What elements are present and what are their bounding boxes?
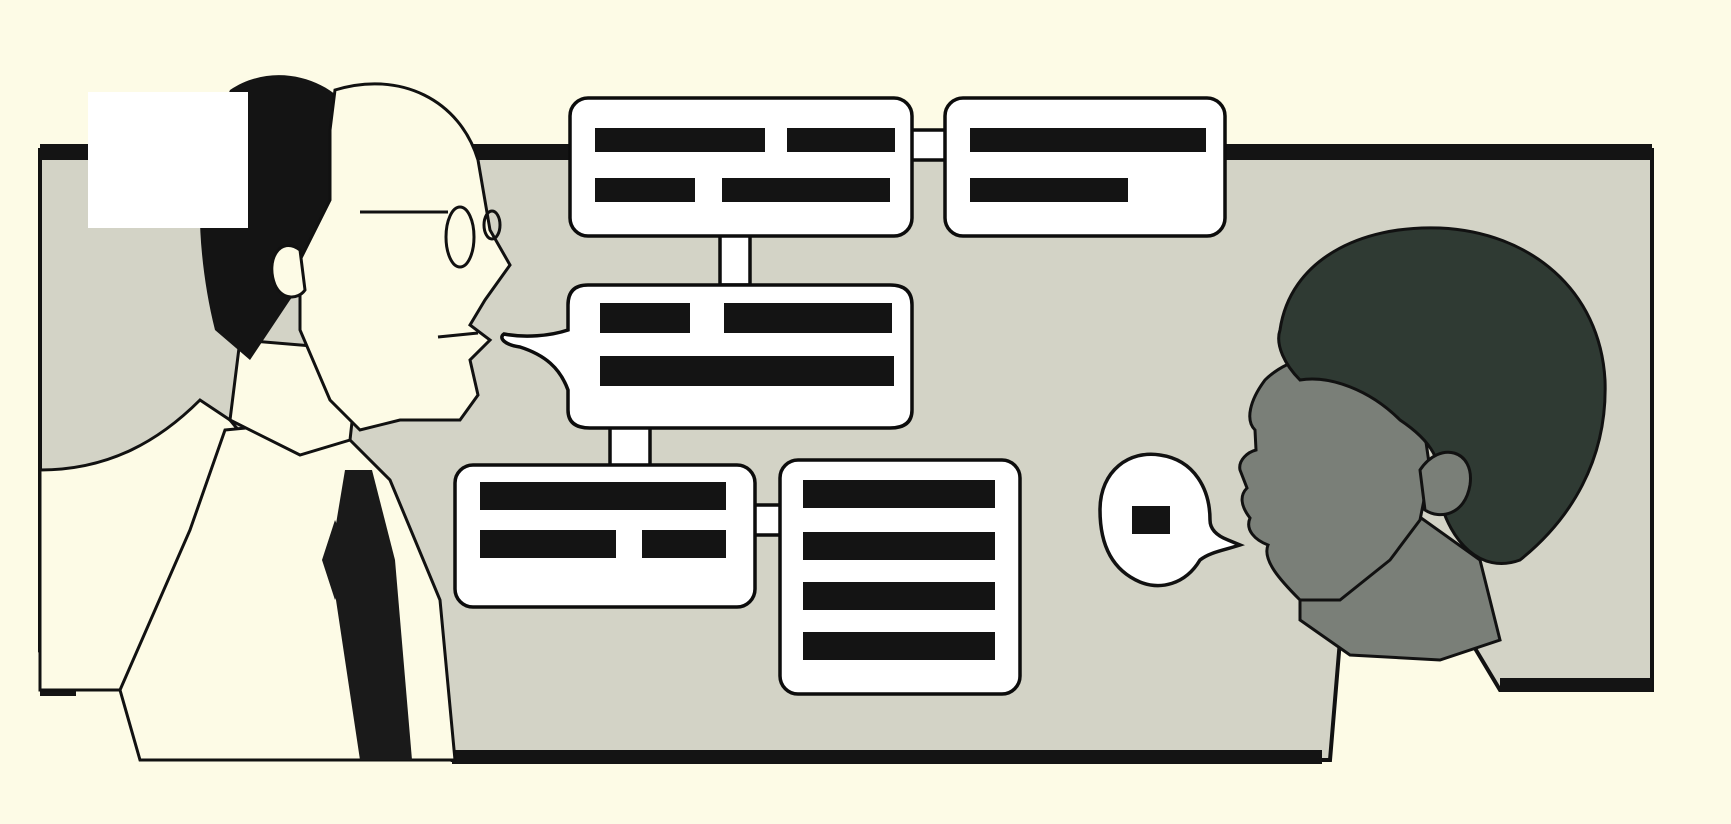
man-with-glasses-icon <box>38 75 512 762</box>
tree-diagram-icon <box>453 96 1227 696</box>
single-word-bubble-icon <box>1098 452 1245 588</box>
tree-node-top-right <box>943 96 1227 238</box>
child-profile-icon <box>1238 226 1607 662</box>
tree-node-top-left <box>568 96 914 238</box>
